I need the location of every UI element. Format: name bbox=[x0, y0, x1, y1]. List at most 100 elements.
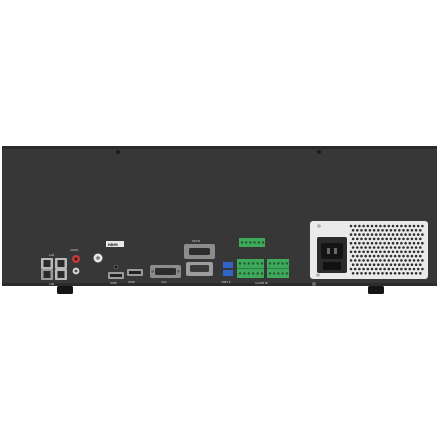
hdmi-ports: HDMI HDMI bbox=[108, 269, 143, 285]
vent-hole bbox=[385, 246, 389, 249]
vent-hole bbox=[366, 259, 370, 262]
vent-hole bbox=[416, 224, 420, 228]
vent-hole bbox=[406, 237, 410, 241]
vent-hole bbox=[400, 250, 403, 254]
vent-hole bbox=[356, 263, 359, 267]
alarm-label: ALARM IN bbox=[255, 281, 268, 285]
vent-hole bbox=[412, 241, 416, 245]
vent-hole bbox=[419, 246, 422, 249]
vent-hole bbox=[385, 237, 389, 241]
vent-hole bbox=[356, 254, 359, 258]
vent-hole bbox=[387, 267, 391, 271]
vent-hole bbox=[414, 254, 418, 258]
psu-screw-bottom bbox=[316, 273, 320, 277]
vent-hole bbox=[398, 246, 401, 249]
terminal-screw bbox=[247, 262, 250, 265]
vent-hole bbox=[356, 237, 359, 241]
terminal-screw bbox=[247, 272, 250, 275]
vent-hole bbox=[416, 233, 420, 236]
vent-hole bbox=[410, 254, 414, 258]
vent-hole bbox=[406, 263, 410, 267]
vent-hole bbox=[370, 267, 374, 271]
terminal-screw bbox=[281, 262, 284, 265]
vent-hole bbox=[353, 267, 357, 271]
vent-hole bbox=[364, 272, 368, 275]
vent-hole bbox=[349, 224, 353, 228]
vent-hole bbox=[395, 224, 399, 228]
vent-hole bbox=[395, 233, 399, 236]
lan-label-bottom: LAN bbox=[49, 282, 54, 286]
hdmi-label-2: HDMI bbox=[128, 280, 135, 284]
vent-hole bbox=[408, 241, 412, 245]
vent-hole bbox=[387, 250, 391, 254]
usb-port-2[interactable] bbox=[223, 270, 233, 276]
vent-hole bbox=[421, 224, 424, 228]
vent-hole bbox=[389, 229, 393, 232]
vent-hole bbox=[377, 263, 380, 267]
vent-hole bbox=[377, 237, 380, 241]
vent-hole bbox=[404, 267, 407, 271]
vent-hole bbox=[389, 254, 393, 258]
vent-hole bbox=[389, 263, 393, 267]
vent-hole bbox=[419, 272, 422, 275]
vent-hole bbox=[408, 250, 412, 254]
vent-hole bbox=[393, 272, 397, 275]
vent-hole bbox=[385, 254, 389, 258]
vent-hole bbox=[349, 250, 353, 254]
vent-hole bbox=[374, 267, 378, 271]
vent-hole bbox=[408, 233, 412, 236]
vent-hole bbox=[374, 241, 378, 245]
vent-hole bbox=[379, 250, 382, 254]
vent-hole bbox=[362, 224, 365, 228]
chassis-top-edge bbox=[2, 146, 437, 149]
vent-hole bbox=[381, 263, 384, 267]
vent-hole bbox=[356, 229, 359, 232]
vent-hole bbox=[351, 263, 355, 267]
vent-hole bbox=[408, 224, 412, 228]
vent-hole bbox=[421, 267, 424, 271]
vent-hole bbox=[410, 229, 414, 232]
usb-label: USB3.0 bbox=[221, 280, 231, 284]
vent-hole bbox=[395, 250, 399, 254]
terminal-screw bbox=[243, 272, 246, 275]
vent-hole bbox=[383, 259, 386, 262]
vent-hole bbox=[379, 224, 382, 228]
vent-hole bbox=[406, 229, 410, 232]
vent-hole bbox=[383, 267, 386, 271]
power-switch[interactable] bbox=[323, 262, 341, 270]
vent-hole bbox=[419, 229, 422, 232]
vent-hole bbox=[400, 241, 403, 245]
terminal-screw bbox=[240, 241, 244, 244]
terminal-screw bbox=[277, 262, 280, 265]
vent-hole bbox=[356, 246, 359, 249]
vent-hole bbox=[362, 250, 365, 254]
small-jack[interactable] bbox=[113, 264, 119, 270]
vent-hole bbox=[404, 241, 407, 245]
terminal-screw bbox=[273, 262, 276, 265]
vent-hole bbox=[387, 224, 391, 228]
vent-hole bbox=[377, 272, 380, 275]
vent-hole bbox=[368, 254, 372, 258]
lan-ports: LAN LAN bbox=[41, 253, 67, 286]
terminal-block-top[interactable] bbox=[239, 238, 265, 247]
terminal-screw bbox=[243, 262, 246, 265]
vent-hole bbox=[404, 259, 407, 262]
vent-hole bbox=[389, 237, 393, 241]
usb-ports: USB3.0 bbox=[221, 262, 233, 284]
vent-hole bbox=[358, 250, 361, 254]
terminal-screw bbox=[260, 272, 264, 275]
vent-hole bbox=[358, 267, 361, 271]
terminal-screw bbox=[238, 272, 242, 275]
vent-hole bbox=[364, 229, 368, 232]
vent-hole bbox=[362, 267, 365, 271]
vent-hole bbox=[379, 241, 382, 245]
vent-hole bbox=[421, 241, 424, 245]
power-socket[interactable] bbox=[321, 243, 343, 259]
usb-port-1[interactable] bbox=[223, 262, 233, 268]
vent-hole bbox=[364, 237, 368, 241]
vent-hole bbox=[349, 241, 353, 245]
vent-hole bbox=[383, 250, 386, 254]
vent-hole bbox=[416, 241, 420, 245]
audio-label: AUDIO bbox=[70, 248, 78, 252]
vent-hole bbox=[393, 229, 397, 232]
